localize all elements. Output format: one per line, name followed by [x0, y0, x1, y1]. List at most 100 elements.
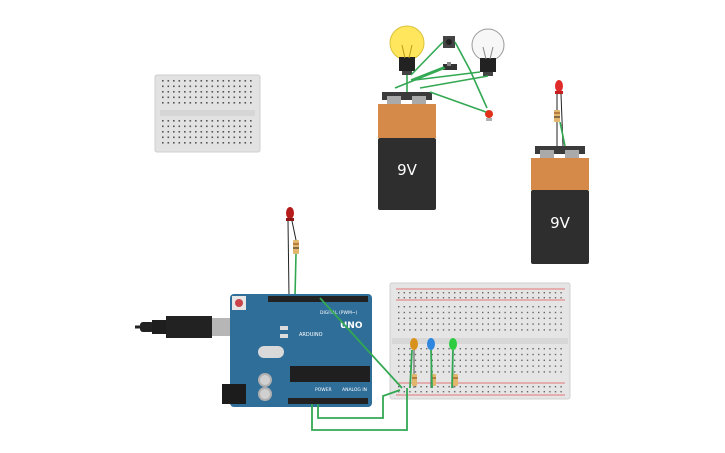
breadboard-hole	[409, 311, 411, 314]
breadboard-hole	[498, 353, 501, 356]
arduino-brand-label: ARDUINO	[299, 332, 323, 338]
breadboard-hole	[465, 306, 467, 308]
breadboard-hole	[532, 297, 534, 299]
breadboard-hole	[426, 292, 428, 294]
breadboard-hole	[493, 359, 495, 361]
breadboard-hole	[184, 80, 186, 82]
breadboard-hole	[217, 96, 219, 99]
breadboard-hole	[543, 292, 545, 294]
breadboard-hole	[426, 323, 428, 325]
breadboard-hole	[504, 311, 506, 314]
led-red-arduino-icon[interactable]	[286, 207, 299, 297]
breadboard-hole	[560, 365, 562, 367]
breadboard-hole	[403, 359, 405, 361]
usb-cable[interactable]	[135, 316, 240, 338]
breadboard-hole	[554, 386, 557, 388]
breadboard-hole	[414, 323, 417, 325]
breadboard-hole	[233, 125, 236, 128]
pushbutton-icon[interactable]	[443, 36, 455, 48]
led-red-top-icon[interactable]	[554, 80, 566, 147]
breadboard-hole	[239, 125, 241, 128]
arduino-breadboard-wires[interactable]	[311, 297, 454, 431]
battery-right[interactable]: 9V	[531, 146, 589, 264]
breadboard-hole	[228, 102, 230, 104]
large-breadboard[interactable]	[389, 282, 571, 400]
breadboard-hole	[459, 353, 461, 356]
breadboard-hole	[487, 292, 489, 294]
breadboard-hole	[239, 136, 241, 139]
breadboard-hole	[459, 359, 461, 361]
breadboard-hole	[459, 311, 461, 314]
breadboard-hole	[470, 391, 473, 393]
led-red-small-icon[interactable]	[485, 110, 493, 121]
breadboard-hole	[493, 311, 495, 314]
breadboard-hole	[526, 353, 529, 356]
slide-switch-icon[interactable]	[443, 62, 457, 70]
breadboard-hole	[510, 353, 512, 356]
breadboard-hole	[549, 297, 551, 299]
breadboard-hole	[239, 120, 241, 122]
breadboard-hole	[554, 306, 557, 308]
breadboard-hole	[200, 142, 203, 144]
breadboard-hole	[476, 386, 478, 388]
breadboard-hole	[459, 329, 461, 331]
breadboard-hole	[560, 348, 562, 350]
breadboard-hole	[414, 329, 417, 331]
breadboard-hole	[206, 85, 208, 88]
breadboard-hole	[470, 311, 473, 314]
breadboard-hole	[470, 292, 473, 294]
breadboard-hole	[549, 292, 551, 294]
breadboard-hole	[431, 317, 433, 319]
breadboard-hole	[448, 306, 450, 308]
breadboard-hole	[487, 323, 489, 325]
breadboard-hole	[560, 391, 562, 393]
breadboard-hole	[442, 292, 445, 294]
breadboard-hole	[487, 371, 489, 373]
led-orange-breadboard-icon[interactable]	[410, 338, 418, 388]
breadboard-hole	[487, 297, 489, 299]
top-circuit-wires[interactable]	[394, 41, 489, 113]
breadboard-hole	[482, 365, 484, 367]
breadboard-hole	[448, 359, 450, 361]
breadboard-hole	[167, 96, 170, 99]
breadboard-hole	[487, 353, 489, 356]
breadboard-hole	[532, 323, 534, 325]
battery-top[interactable]: 9V	[378, 92, 436, 210]
bulb-off-icon[interactable]	[471, 28, 505, 76]
breadboard-hole	[239, 142, 241, 144]
breadboard-hole	[420, 317, 422, 319]
breadboard-hole	[167, 131, 170, 133]
breadboard-hole	[200, 91, 203, 93]
mini-breadboard[interactable]	[154, 74, 261, 153]
breadboard-hole	[409, 317, 411, 319]
breadboard-hole	[217, 125, 219, 128]
breadboard-hole	[398, 359, 400, 361]
breadboard-hole	[403, 292, 405, 294]
breadboard-hole	[206, 91, 208, 93]
breadboard-hole	[510, 365, 512, 367]
breadboard-hole	[448, 323, 450, 325]
breadboard-hole	[437, 329, 439, 331]
breadboard-hole	[162, 96, 164, 99]
breadboard-hole	[448, 292, 450, 294]
breadboard-hole	[543, 297, 545, 299]
breadboard-hole	[403, 391, 405, 393]
bulb-lit-icon[interactable]	[389, 25, 425, 75]
breadboard-hole	[239, 131, 241, 133]
breadboard-hole	[515, 348, 517, 350]
breadboard-hole	[465, 297, 467, 299]
breadboard-hole	[414, 391, 417, 393]
arduino-uno-board[interactable]: UNO ARDUINO DIGITAL (PWM~) POWER ANALOG …	[222, 294, 372, 407]
breadboard-hole	[178, 136, 181, 139]
breadboard-hole	[228, 80, 230, 82]
breadboard-hole	[504, 348, 506, 350]
breadboard-hole	[162, 80, 164, 82]
breadboard-hole	[426, 391, 428, 393]
breadboard-hole	[476, 365, 478, 367]
breadboard-hole	[398, 348, 400, 350]
breadboard-hole	[448, 365, 450, 367]
breadboard-hole	[426, 359, 428, 361]
breadboard-hole	[560, 371, 562, 373]
breadboard-hole	[184, 85, 186, 88]
